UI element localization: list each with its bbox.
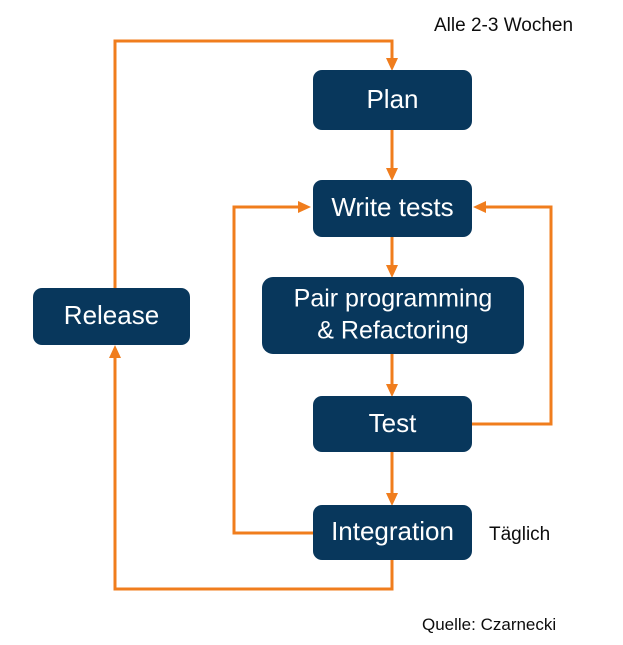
- edge-test-to-write-tests-line: [472, 205, 553, 426]
- edge-release-to-plan-line: [113, 39, 394, 288]
- edge-integration-to-release: [109, 345, 394, 591]
- edge-test-to-integration-arrowhead: [386, 493, 398, 506]
- edge-pair-programming-to-test: [386, 354, 398, 397]
- edge-pair-programming-to-test-arrowhead: [386, 384, 398, 397]
- node-pair-programming[interactable]: Pair programming & Refactoring: [262, 277, 524, 354]
- source-citation: Quelle: Czarnecki: [422, 615, 556, 634]
- node-pair-programming-label-line1: Pair programming: [294, 285, 493, 313]
- node-pair-programming-label-line2: & Refactoring: [317, 317, 468, 345]
- node-write-tests-shape: [313, 180, 472, 237]
- edge-write-tests-to-pair-programming-arrowhead: [386, 265, 398, 278]
- edge-test-to-write-tests-arrowhead: [473, 201, 486, 213]
- node-integration-label: Integration: [331, 516, 454, 546]
- edge-integration-to-write-tests-arrowhead: [298, 201, 311, 213]
- node-test[interactable]: Test: [313, 396, 472, 452]
- node-integration[interactable]: Integration: [313, 505, 472, 560]
- edge-release-to-plan: [113, 39, 398, 288]
- node-write-tests-label: Write tests: [331, 192, 453, 222]
- node-release-label: Release: [64, 300, 159, 330]
- node-integration-shape: [313, 505, 472, 560]
- node-write-tests[interactable]: Write tests: [313, 180, 472, 237]
- annotation-integration-cadence: Täglich: [489, 524, 550, 545]
- node-plan[interactable]: Plan: [313, 70, 472, 130]
- annotation-release-cadence: Alle 2-3 Wochen: [434, 15, 573, 36]
- edge-integration-to-write-tests-line: [232, 205, 313, 535]
- edge-integration-to-release-arrowhead: [109, 345, 121, 358]
- node-release-shape: [33, 288, 190, 345]
- node-test-shape: [313, 396, 472, 452]
- edge-write-tests-to-pair-programming: [386, 237, 398, 278]
- edge-integration-to-release-line: [113, 355, 394, 591]
- node-plan-label: Plan: [366, 84, 418, 114]
- edge-plan-to-write-tests-arrowhead: [386, 168, 398, 181]
- edge-plan-to-write-tests: [386, 130, 398, 181]
- edge-test-to-integration: [386, 452, 398, 506]
- node-test-label: Test: [369, 408, 417, 438]
- edge-test-to-write-tests: [472, 201, 553, 426]
- edge-integration-to-write-tests: [232, 201, 313, 535]
- node-plan-shape: [313, 70, 472, 130]
- node-release[interactable]: Release: [33, 288, 190, 345]
- node-pair-programming-shape: [262, 277, 524, 354]
- edge-release-to-plan-arrowhead: [386, 58, 398, 71]
